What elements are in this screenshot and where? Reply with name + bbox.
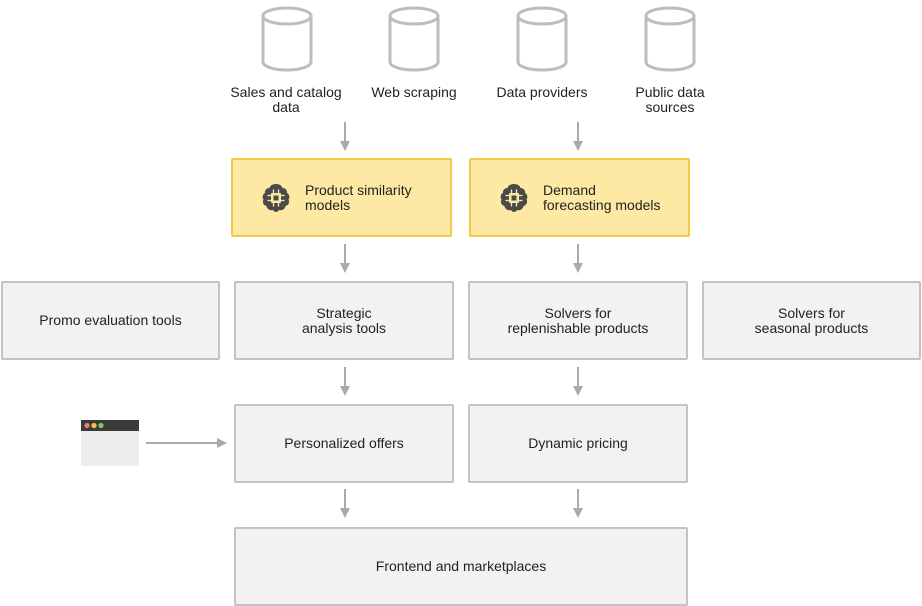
solvers-seasonal-label: Solvers for seasonal products <box>754 304 869 336</box>
database-icon <box>644 6 696 72</box>
database-icon <box>516 6 568 72</box>
promo-evaluation-tools-label: Promo evaluation tools <box>39 312 182 328</box>
source-public-data-label: Public data sources <box>635 84 705 115</box>
solvers-seasonal-box: Solvers for seasonal products <box>702 281 921 360</box>
promo-evaluation-tools-box: Promo evaluation tools <box>1 281 220 360</box>
frontend-marketplaces-label: Frontend and marketplaces <box>375 558 547 574</box>
source-data-providers-label: Data providers <box>496 84 588 100</box>
source-sales-catalog-label: Sales and catalog data <box>230 84 342 115</box>
browser-window-icon <box>81 420 139 466</box>
strategic-analysis-tools-label: Strategic analysis tools <box>301 304 387 336</box>
demand-forecasting-models-box: Demand forecasting models <box>469 158 690 237</box>
dynamic-pricing-label: Dynamic pricing <box>528 435 628 451</box>
brain-chip-icon <box>262 183 290 212</box>
personalized-offers-box: Personalized offers <box>234 404 454 483</box>
frontend-marketplaces-box: Frontend and marketplaces <box>234 527 688 606</box>
demand-forecasting-models-label: Demand forecasting models <box>543 181 661 213</box>
product-similarity-models-label: Product similarity models <box>305 181 412 213</box>
product-similarity-models-box: Product similarity models <box>231 158 452 237</box>
solvers-replenishable-box: Solvers for replenishable products <box>468 281 688 360</box>
source-web-scraping-label: Web scraping <box>371 84 457 100</box>
database-icon <box>388 6 440 72</box>
solvers-replenishable-label: Solvers for replenishable products <box>507 304 649 336</box>
strategic-analysis-tools-box: Strategic analysis tools <box>234 281 454 360</box>
database-icon <box>261 6 313 72</box>
personalized-offers-label: Personalized offers <box>284 435 404 451</box>
brain-chip-icon <box>500 183 528 212</box>
dynamic-pricing-box: Dynamic pricing <box>468 404 688 483</box>
